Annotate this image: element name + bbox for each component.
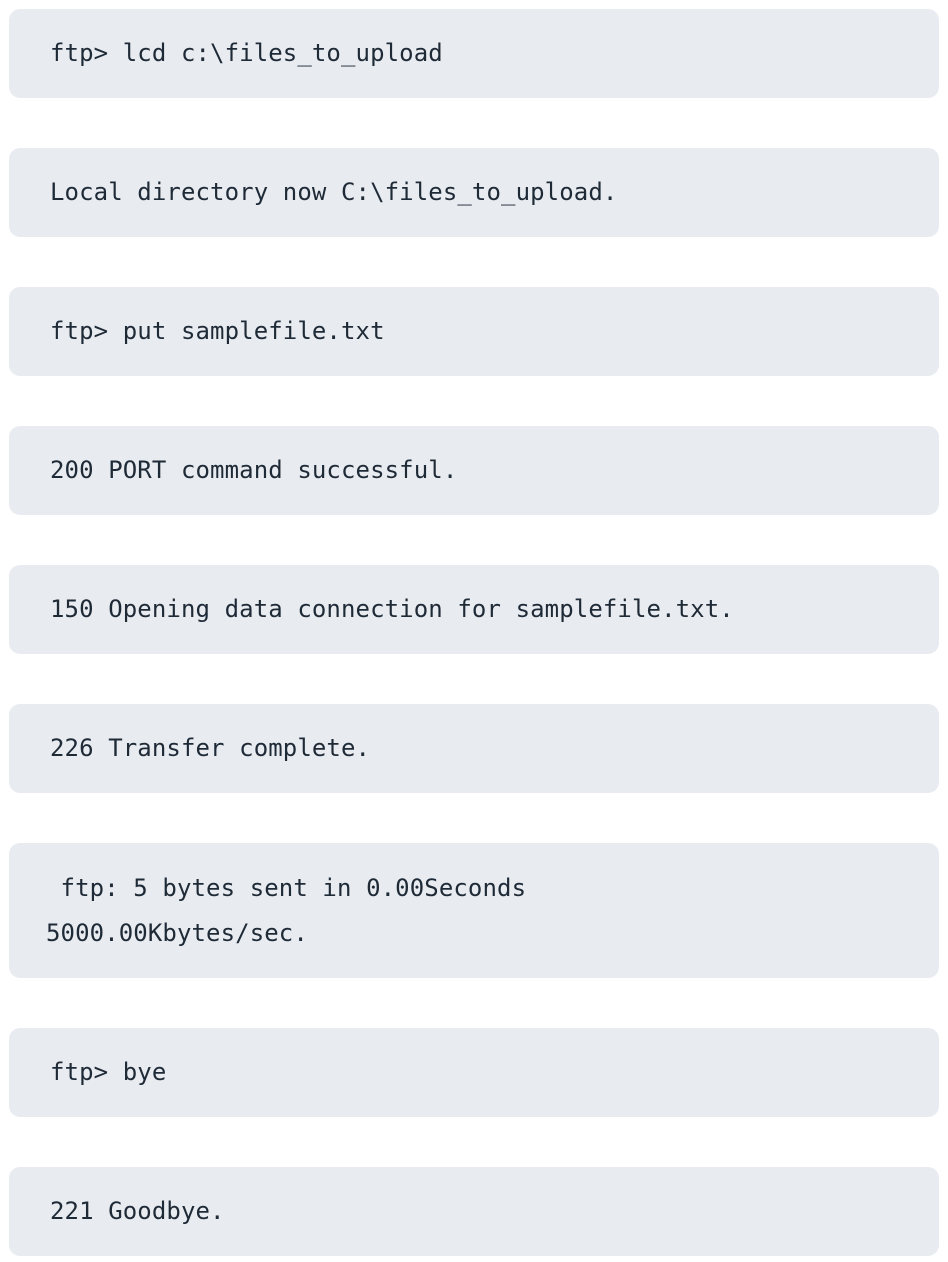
terminal-output-line: 5000.00Kbytes/sec. <box>46 918 308 947</box>
terminal-message-resp-221-goodbye: 221 Goodbye. <box>9 1167 939 1256</box>
terminal-command-line: ftp> bye <box>50 1058 167 1086</box>
terminal-message-resp-200-port: 200 PORT command successful. <box>9 426 939 515</box>
terminal-output-line: 221 Goodbye. <box>50 1197 225 1225</box>
terminal-output-line: Local directory now C:\files_to_upload. <box>50 178 618 206</box>
terminal-output-line: 200 PORT command successful. <box>50 456 458 484</box>
terminal-command-line: ftp> put samplefile.txt <box>50 317 385 345</box>
terminal-output-line: ftp: 5 bytes sent in 0.00Seconds <box>46 873 527 902</box>
terminal-output-line: 226 Transfer complete. <box>50 734 371 762</box>
terminal-message-resp-150-opening: 150 Opening data connection for samplefi… <box>9 565 939 654</box>
terminal-message-cmd-put: ftp> put samplefile.txt <box>9 287 939 376</box>
terminal-output-line: 150 Opening data connection for samplefi… <box>50 595 734 623</box>
terminal-command-line: ftp> lcd c:\files_to_upload <box>50 39 443 67</box>
terminal-message-cmd-lcd: ftp> lcd c:\files_to_upload <box>9 9 939 98</box>
terminal-message-resp-local-directory: Local directory now C:\files_to_upload. <box>9 148 939 237</box>
terminal-message-cmd-bye: ftp> bye <box>9 1028 939 1117</box>
terminal-message-resp-226-transfer: 226 Transfer complete. <box>9 704 939 793</box>
terminal-message-resp-transfer-stats: ftp: 5 bytes sent in 0.00Seconds 5000.00K… <box>9 843 939 978</box>
